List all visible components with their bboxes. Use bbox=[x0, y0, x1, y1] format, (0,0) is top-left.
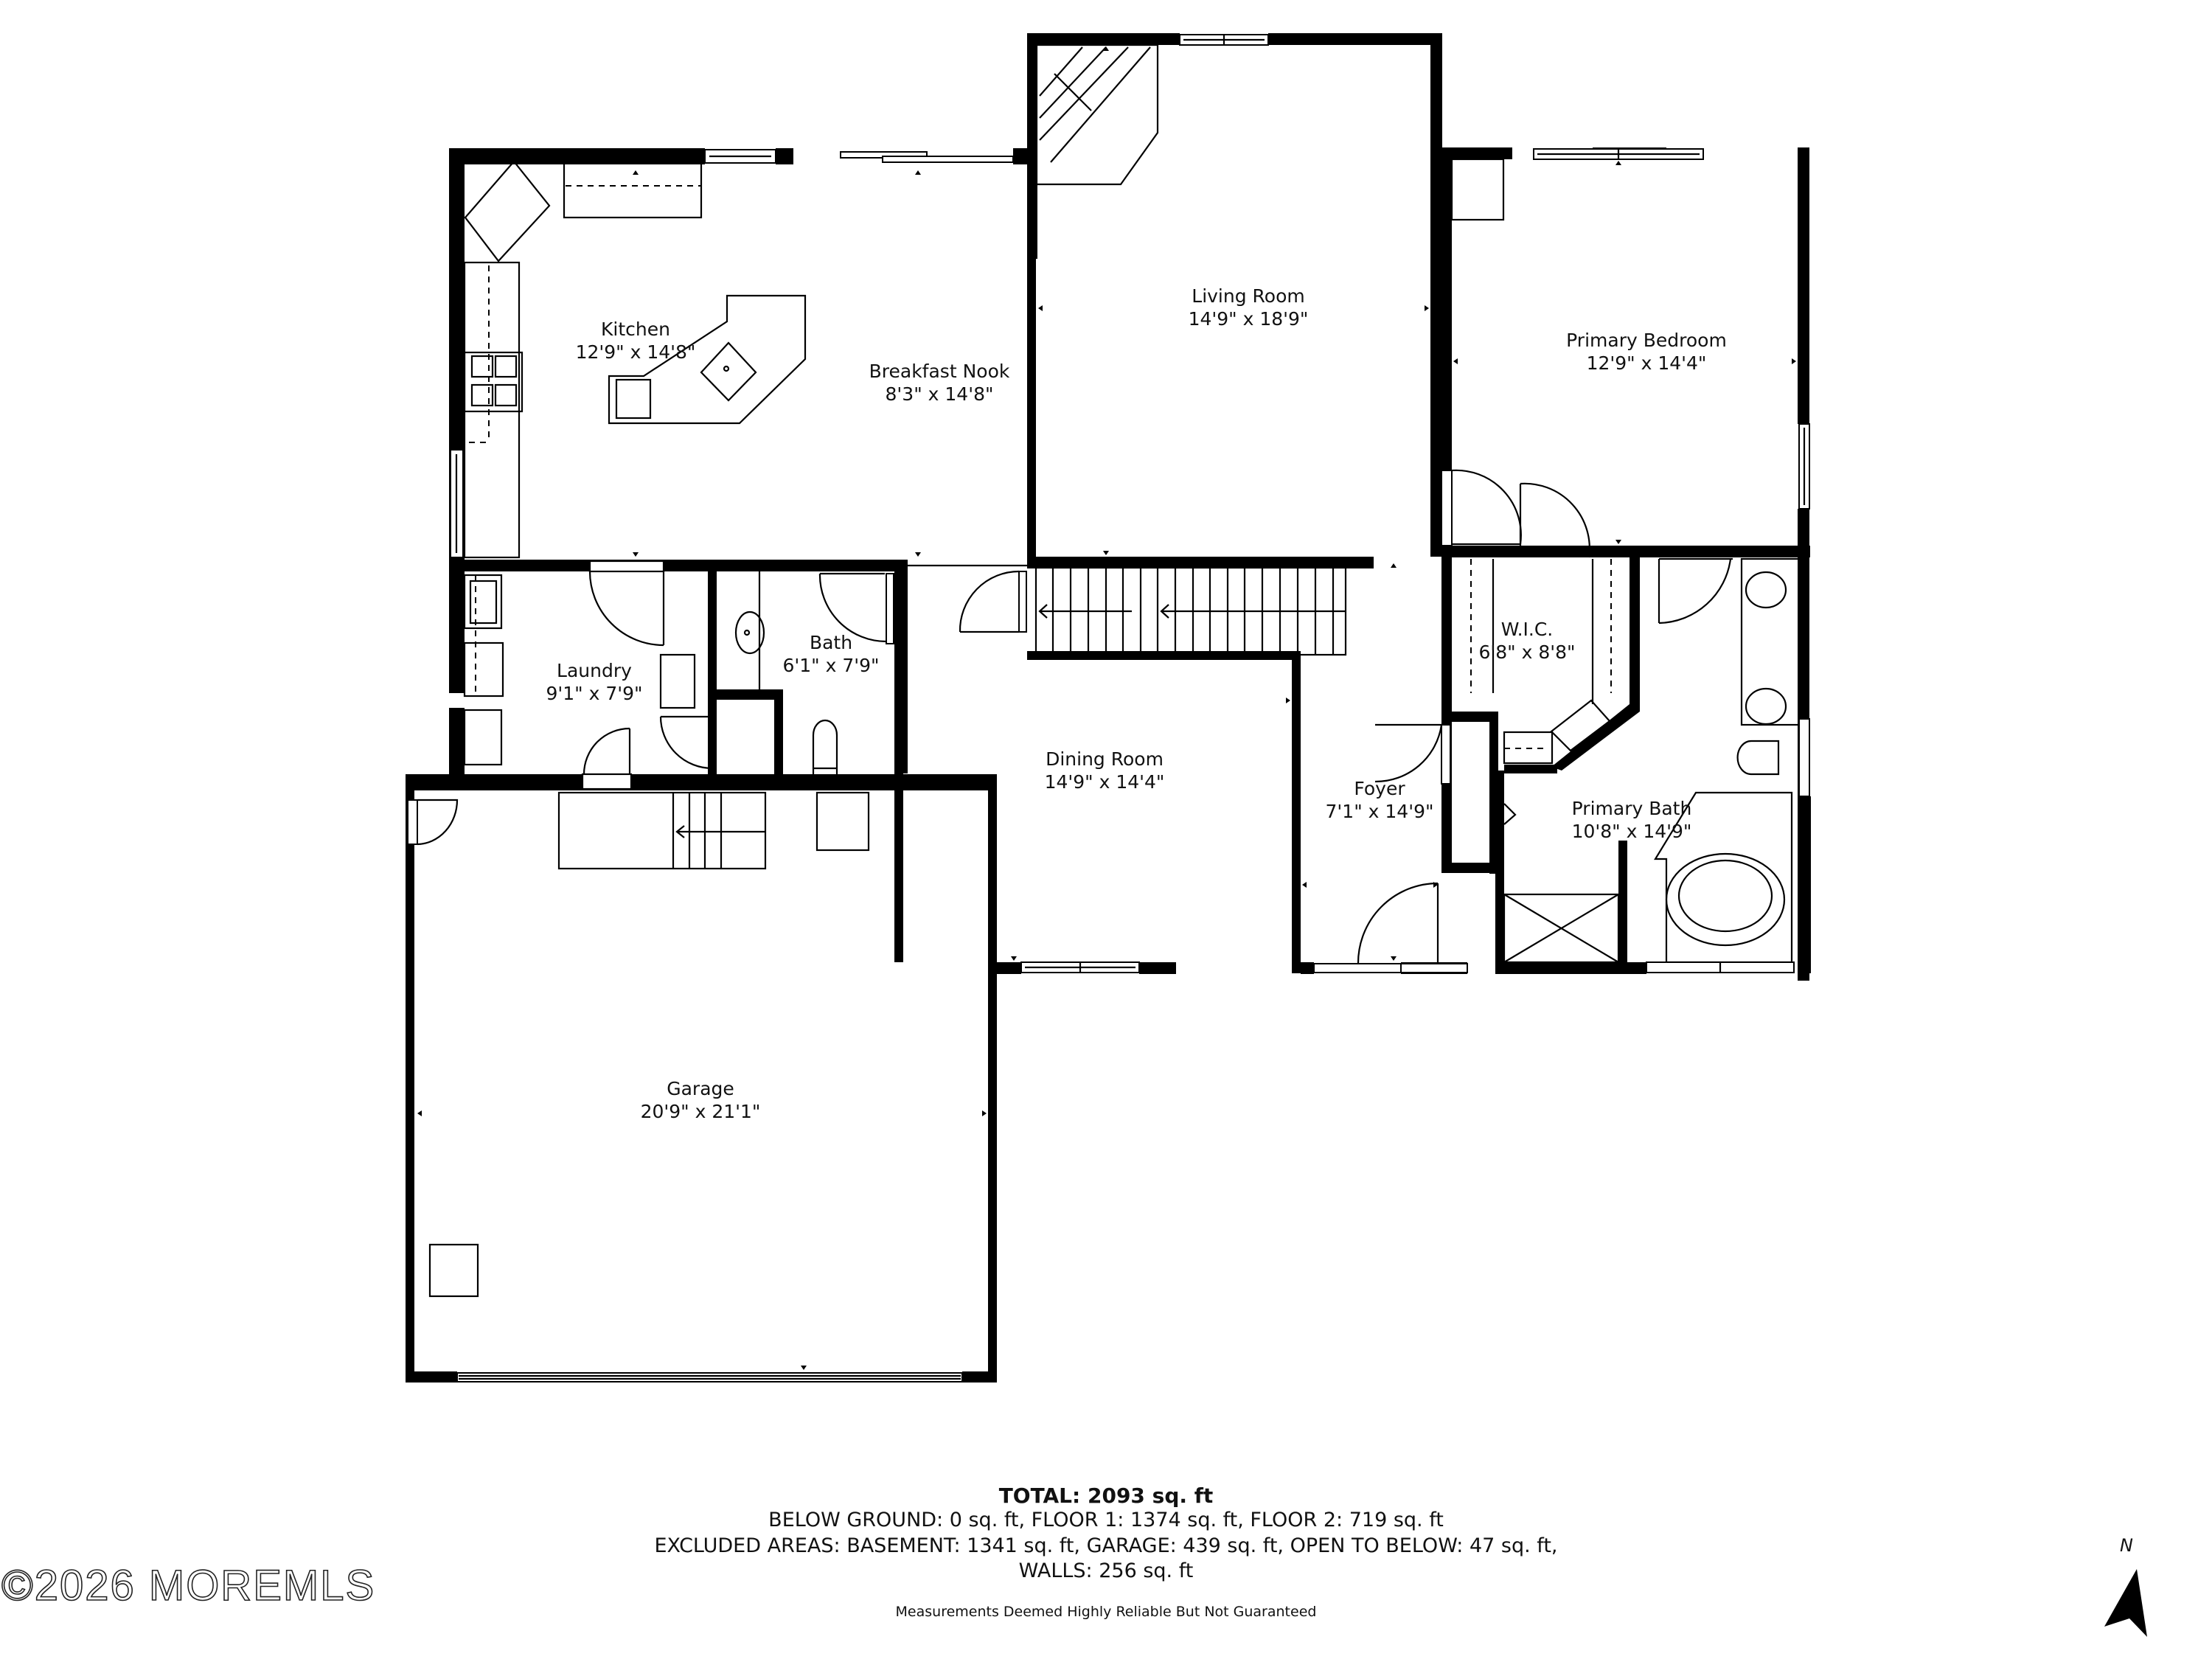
excluded-areas: EXCLUDED AREAS: BASEMENT: 1341 sq. ft, G… bbox=[654, 1534, 1558, 1557]
room-name: Kitchen bbox=[601, 319, 670, 340]
kitchen-fixtures bbox=[463, 160, 807, 559]
room-size: 10'8" x 14'9" bbox=[1572, 821, 1692, 842]
primary-bath-fixtures bbox=[1503, 557, 1810, 973]
room-size: 12'9" x 14'4" bbox=[1587, 352, 1707, 374]
laundry-fixtures bbox=[463, 560, 713, 790]
dining-room-window bbox=[1020, 719, 1298, 973]
shower-icon bbox=[1503, 893, 1620, 964]
room-size: 7'1" x 14'9" bbox=[1326, 801, 1434, 822]
foyer-walls bbox=[1301, 546, 1498, 974]
living-room-walls bbox=[1027, 33, 1442, 568]
copyright-watermark: ©2026 MOREMLS bbox=[1, 1561, 376, 1610]
room-size: 8'3" x 14'8" bbox=[886, 383, 994, 405]
walls-area: WALLS: 256 sq. ft bbox=[1018, 1559, 1194, 1582]
sink-icon bbox=[1745, 571, 1787, 609]
room-size: 20'9" x 21'1" bbox=[641, 1101, 761, 1122]
garage-fixtures bbox=[407, 791, 963, 1382]
room-name: W.I.C. bbox=[1501, 619, 1554, 640]
bathtub-icon bbox=[1665, 852, 1786, 947]
kitchen-walls bbox=[449, 148, 1031, 779]
room-name: Primary Bath bbox=[1572, 798, 1692, 819]
room-size: 9'1" x 7'9" bbox=[546, 683, 642, 704]
disclaimer: Measurements Deemed Highly Reliable But … bbox=[895, 1604, 1317, 1620]
living-room-window bbox=[1179, 34, 1269, 46]
sink-icon bbox=[700, 341, 757, 402]
primary-bedroom-windows bbox=[1450, 148, 1810, 509]
laundry-bath-walls bbox=[406, 560, 995, 790]
room-name: Primary Bedroom bbox=[1566, 330, 1727, 351]
dining-room-walls bbox=[894, 771, 1301, 975]
fireplace-icon bbox=[1035, 44, 1159, 186]
toilet-icon bbox=[1736, 740, 1780, 776]
wic-fixtures bbox=[1470, 559, 1612, 765]
floor-area-breakdown: BELOW GROUND: 0 sq. ft, FLOOR 1: 1374 sq… bbox=[768, 1509, 1444, 1531]
room-name: Breakfast Nook bbox=[869, 361, 1010, 382]
room-size: 14'9" x 14'4" bbox=[1045, 771, 1165, 793]
wic-primary-bath-walls bbox=[1441, 549, 1811, 974]
room-size: 6'1" x 7'9" bbox=[782, 655, 879, 676]
sink-icon bbox=[734, 611, 765, 655]
toilet-icon bbox=[812, 719, 838, 774]
north-label: N bbox=[2120, 1535, 2133, 1556]
room-name: Foyer bbox=[1354, 778, 1405, 799]
room-name: Living Room bbox=[1192, 285, 1304, 307]
room-size: 6'8" x 8'8" bbox=[1478, 641, 1575, 663]
room-name: Laundry bbox=[557, 660, 632, 681]
garage-walls bbox=[406, 782, 997, 1382]
room-size: 14'9" x 18'9" bbox=[1189, 308, 1309, 330]
room-labels: Kitchen 12'9" x 14'8" Breakfast Nook 8'3… bbox=[546, 285, 1726, 1122]
bath-fixtures bbox=[734, 571, 894, 774]
north-arrow-icon bbox=[2104, 1569, 2147, 1637]
room-name: Dining Room bbox=[1046, 748, 1164, 770]
total-area: TOTAL: 2093 sq. ft bbox=[998, 1484, 1214, 1508]
room-size: 12'9" x 14'8" bbox=[576, 341, 696, 363]
measurement-markers bbox=[417, 46, 1796, 1370]
foyer-fixtures bbox=[1313, 723, 1468, 973]
kitchen-windows bbox=[450, 149, 1014, 558]
room-name: Bath bbox=[810, 632, 852, 653]
room-name: Garage bbox=[667, 1078, 734, 1099]
closet-doors bbox=[1441, 469, 1590, 558]
cooktop-icon bbox=[470, 355, 518, 407]
sink-icon bbox=[1745, 687, 1787, 726]
